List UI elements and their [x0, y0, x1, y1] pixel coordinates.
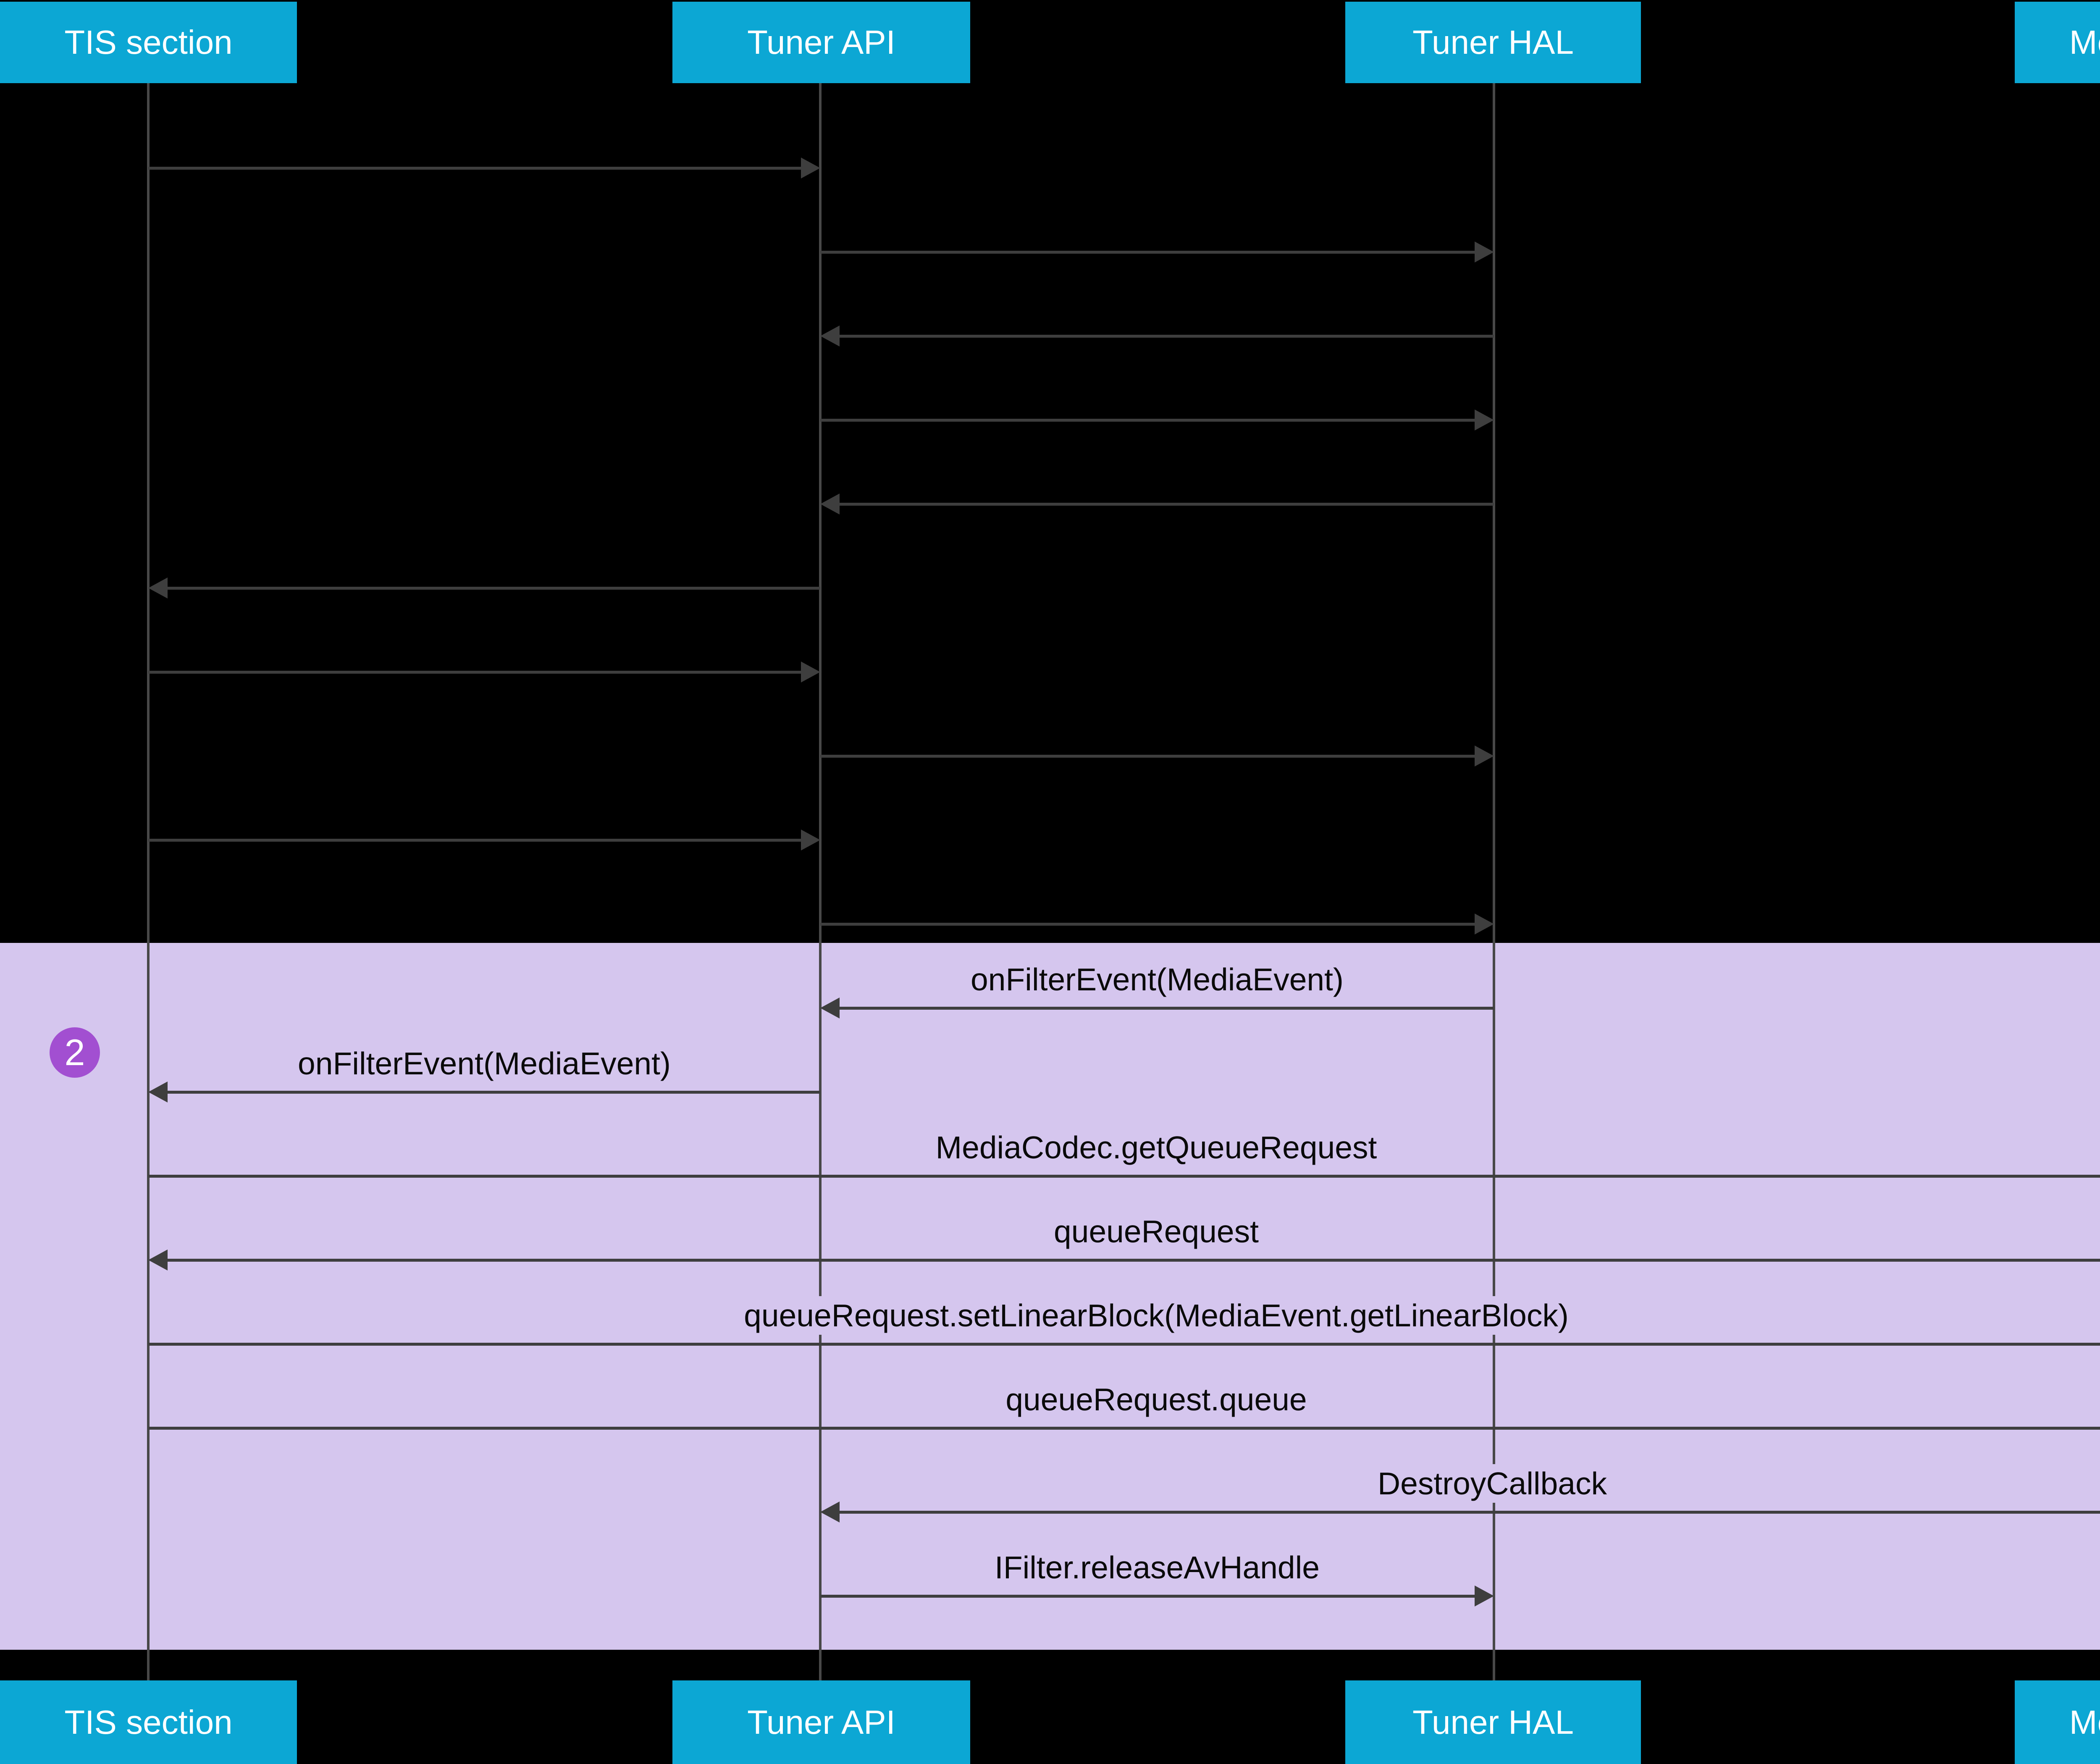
arrowhead-left-icon [820, 326, 840, 346]
actor-top-mediacodec: MediaCodec [2015, 2, 2100, 83]
message-label-releaseavhandle: IFilter.releaseAvHandle [987, 1548, 1328, 1587]
message-label-onfilterevent-hal: onFilterEvent(MediaEvent) [963, 960, 1351, 999]
lifeline-tis-section [147, 83, 150, 1680]
actor-label: TIS section [64, 24, 233, 61]
arrow-line [820, 251, 1478, 254]
lifeline-tuner-hal [1493, 83, 1495, 1680]
arrowhead-left-icon [820, 494, 840, 514]
arrow-line [164, 587, 820, 590]
actor-label: MediaCodec [2069, 24, 2100, 61]
actor-bottom-tuner-hal: Tuner HAL [1345, 1680, 1641, 1764]
arrowhead-right-icon [801, 830, 820, 850]
actor-label: Tuner HAL [1412, 24, 1574, 61]
actor-top-tuner-hal: Tuner HAL [1345, 2, 1641, 83]
arrow-line [148, 1343, 2100, 1346]
actor-top-tis-section: TIS section [0, 2, 297, 83]
message-label-destroycallback: DestroyCallback [1370, 1464, 1615, 1503]
arrowhead-left-icon [820, 998, 840, 1018]
arrowhead-right-icon [1475, 1586, 1494, 1606]
arrow-line [836, 335, 1494, 338]
actor-label: Tuner API [747, 24, 895, 61]
arrowhead-right-icon [801, 158, 820, 178]
arrowhead-left-icon [148, 578, 168, 598]
section-2-badge: 2 [50, 1027, 100, 1078]
arrow-line [148, 1427, 2100, 1430]
actor-bottom-mediacodec: MediaCodec [2015, 1680, 2100, 1764]
arrowhead-right-icon [801, 662, 820, 682]
arrowhead-right-icon [1475, 746, 1494, 766]
actor-label: TIS section [64, 1703, 233, 1741]
arrowhead-right-icon [1475, 242, 1494, 262]
section-2-badge-number: 2 [64, 1032, 85, 1073]
arrow-line [836, 503, 1494, 506]
lifeline-tuner-api [819, 83, 822, 1680]
arrow-line [164, 1259, 2100, 1262]
arrow-line [820, 419, 1478, 422]
actor-label: Tuner HAL [1412, 1703, 1574, 1741]
arrowhead-right-icon [1475, 914, 1494, 934]
arrow-line [148, 671, 804, 674]
arrow-line [148, 167, 804, 170]
actor-bottom-tis-section: TIS section [0, 1680, 297, 1764]
arrow-line [820, 923, 1478, 926]
actor-label: Tuner API [747, 1703, 895, 1741]
message-label-setlinearblock: queueRequest.setLinearBlock(MediaEvent.g… [736, 1296, 1576, 1335]
message-label-getqueuerequest: MediaCodec.getQueueRequest [928, 1128, 1385, 1167]
arrowhead-left-icon [820, 1502, 840, 1522]
message-label-queuerequest-queue: queueRequest.queue [998, 1380, 1315, 1419]
message-label-onfilterevent-api: onFilterEvent(MediaEvent) [290, 1044, 678, 1083]
arrow-line [164, 1091, 820, 1094]
actor-bottom-tuner-api: Tuner API [672, 1680, 970, 1764]
arrow-line [820, 755, 1478, 758]
arrow-line [836, 1007, 1494, 1010]
arrow-line [836, 1511, 2100, 1514]
arrowhead-left-icon [148, 1250, 168, 1270]
arrowhead-right-icon [1475, 410, 1494, 430]
actor-label: MediaCodec [2069, 1703, 2100, 1741]
arrow-line [148, 839, 804, 842]
arrow-line [148, 1175, 2100, 1178]
arrow-line [820, 1595, 1478, 1598]
message-label-queuerequest: queueRequest [1046, 1212, 1266, 1251]
actor-top-tuner-api: Tuner API [672, 2, 970, 83]
arrowhead-left-icon [148, 1082, 168, 1102]
